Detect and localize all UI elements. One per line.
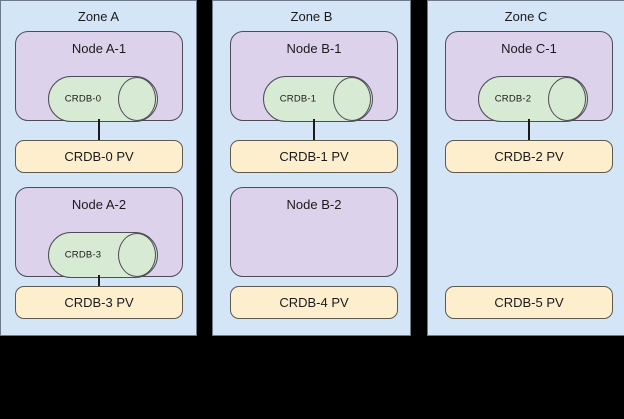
pv-crdb-5: CRDB-5 PV	[445, 286, 613, 319]
node-c-1: Node C-1 CRDB-2	[445, 31, 613, 122]
pv-crdb-2: CRDB-2 PV	[445, 140, 613, 173]
pod-crdb-1-label: CRDB-1	[279, 93, 317, 105]
node-b-1: Node B-1 CRDB-1	[230, 31, 398, 122]
connector-node-a-1-to-pv	[98, 119, 100, 141]
zone-c-title: Zone C	[504, 9, 548, 24]
node-b-1-title: Node B-1	[286, 41, 342, 56]
node-a-2-title: Node A-2	[71, 197, 127, 212]
node-b-2: Node B-2	[230, 187, 398, 277]
node-a-2: Node A-2 CRDB-3	[15, 187, 183, 278]
pod-crdb-2-label: CRDB-2	[494, 93, 532, 105]
cylinder-cap	[118, 233, 156, 277]
zone-a: Zone A Node A-1 CRDB-0 CRDB-0 PV Node A-…	[0, 0, 197, 336]
connector-node-b-1-to-pv	[313, 119, 315, 141]
zone-b: Zone B Node B-1 CRDB-1 CRDB-1 PV Node B-…	[212, 0, 411, 336]
cylinder-cap	[118, 77, 156, 121]
zone-c: Zone C Node C-1 CRDB-2 CRDB-2 PV CRDB-5 …	[427, 0, 624, 336]
cylinder-cap	[548, 77, 586, 121]
pv-crdb-0: CRDB-0 PV	[15, 140, 183, 173]
node-a-1: Node A-1 CRDB-0	[15, 31, 183, 122]
zone-b-title: Zone B	[290, 9, 333, 24]
node-a-1-title: Node A-1	[71, 41, 127, 56]
pod-crdb-0: CRDB-0	[48, 76, 158, 122]
pod-crdb-0-label: CRDB-0	[64, 93, 102, 105]
pod-crdb-3-label: CRDB-3	[64, 249, 102, 261]
cylinder-cap	[333, 77, 371, 121]
pod-crdb-3: CRDB-3	[48, 232, 158, 278]
connector-node-c-1-to-pv	[528, 119, 530, 141]
pv-crdb-4: CRDB-4 PV	[230, 286, 398, 319]
node-b-2-title: Node B-2	[286, 197, 342, 212]
pv-crdb-3: CRDB-3 PV	[15, 286, 183, 319]
pod-crdb-1: CRDB-1	[263, 76, 373, 122]
zone-a-title: Zone A	[77, 9, 120, 24]
pod-crdb-2: CRDB-2	[478, 76, 588, 122]
node-c-1-title: Node C-1	[501, 41, 557, 56]
pv-crdb-1: CRDB-1 PV	[230, 140, 398, 173]
